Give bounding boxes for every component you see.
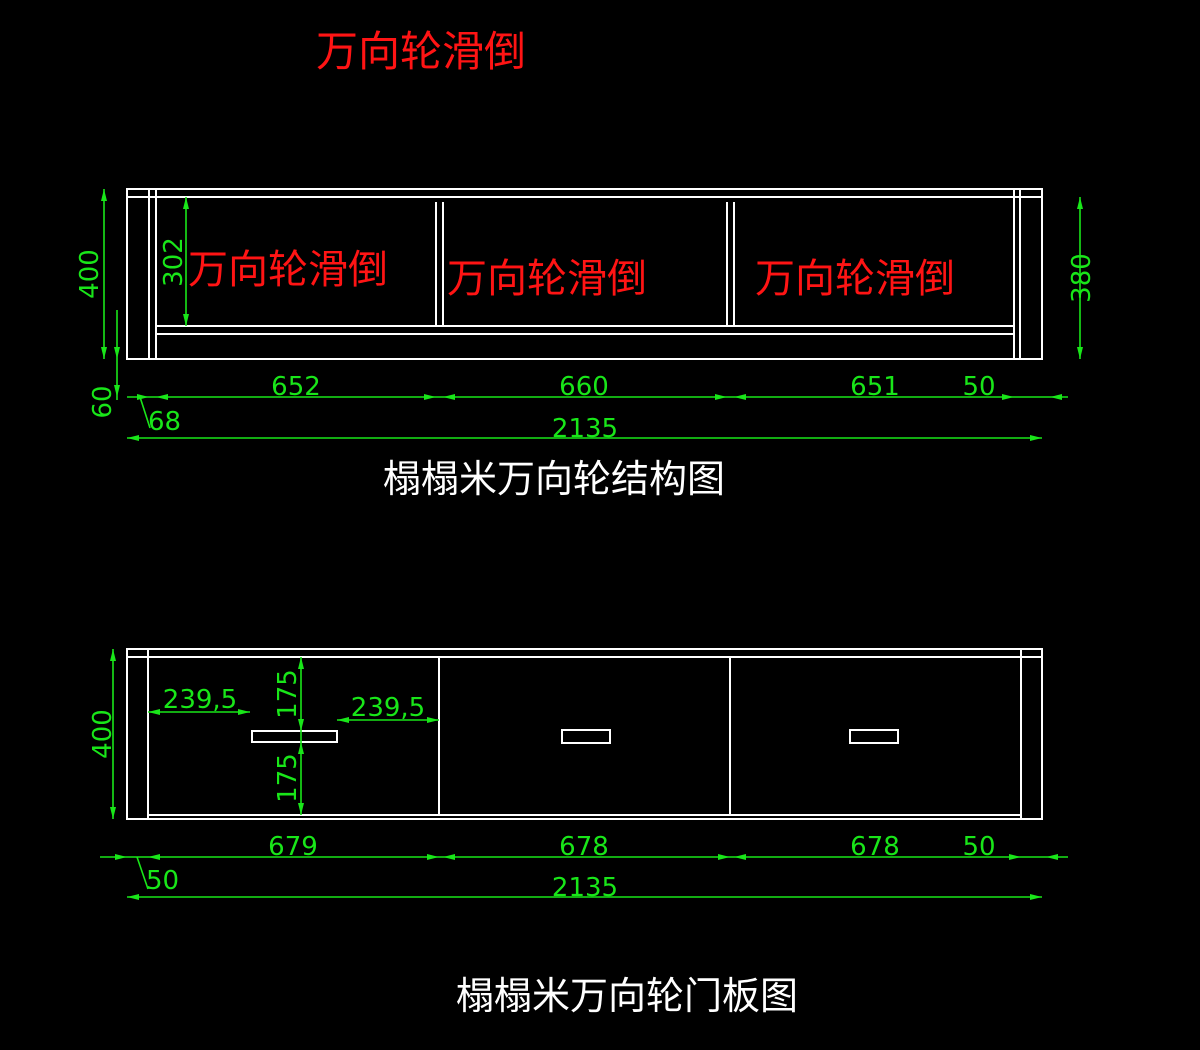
dim-door-overall: 2135 xyxy=(552,873,618,903)
door-handle-1 xyxy=(251,730,338,743)
dim-arrow xyxy=(101,347,107,359)
dim-arrow xyxy=(298,742,304,754)
compartment-label-2: 万向轮滑倒 xyxy=(447,256,647,302)
dim-arrow xyxy=(1002,394,1014,400)
dim-leader-68 xyxy=(139,396,151,429)
dim-arrow xyxy=(734,394,746,400)
dim-arrow xyxy=(114,347,120,359)
dim-arrow xyxy=(148,709,160,715)
dim-arrow xyxy=(424,394,436,400)
dim-arrow xyxy=(127,894,139,900)
dim-arrow xyxy=(1077,347,1083,359)
dim-door-start-width: 50 xyxy=(146,866,179,896)
dim-arrow xyxy=(1030,435,1042,441)
door-handle-2 xyxy=(561,729,611,744)
dim-arrow xyxy=(427,854,439,860)
dim-arrow xyxy=(298,803,304,815)
drawing-title: 万向轮滑倒 xyxy=(316,27,526,76)
structure-outer-frame xyxy=(126,188,1043,360)
compartment-label-1: 万向轮滑倒 xyxy=(188,247,388,293)
dim-door-width-1: 679 xyxy=(268,832,318,862)
dim-arrow xyxy=(298,719,304,731)
dim-arrow xyxy=(137,394,149,400)
dim-arrow xyxy=(298,657,304,669)
dim-arrow xyxy=(114,385,120,397)
dim-arrow xyxy=(1009,854,1021,860)
dim-arrow xyxy=(115,854,127,860)
dim-arrow xyxy=(110,649,116,661)
dim-door-height: 400 xyxy=(88,709,118,759)
dim-arrow xyxy=(734,854,746,860)
dim-door-end-width: 50 xyxy=(962,832,995,862)
door-caption: 榻榻米万向轮门板图 xyxy=(456,974,798,1018)
structure-view: 万向轮滑倒 万向轮滑倒 万向轮滑倒 400 302 380 60 652 xyxy=(75,188,1097,501)
dim-end-width: 50 xyxy=(962,372,995,402)
dim-arrow xyxy=(715,394,727,400)
structure-caption: 榻榻米万向轮结构图 xyxy=(383,457,725,501)
dim-arrow xyxy=(101,189,107,201)
dim-width-2: 660 xyxy=(559,372,609,402)
dim-arrow xyxy=(148,854,160,860)
dim-overall: 2135 xyxy=(552,414,618,444)
door-outer-frame xyxy=(126,648,1043,820)
dim-arrow xyxy=(1077,197,1083,209)
door-view: 400 239,5 239,5 175 175 679 678 678 50 xyxy=(88,648,1068,1018)
dim-arrow xyxy=(156,394,168,400)
dim-right-height: 380 xyxy=(1067,253,1097,303)
dim-width-3: 651 xyxy=(850,372,900,402)
door-handle-3 xyxy=(849,729,899,744)
dim-leader-50 xyxy=(136,856,149,890)
dim-arrow xyxy=(183,197,189,209)
dim-handle-bottom: 175 xyxy=(273,753,303,803)
dim-arrow xyxy=(718,854,730,860)
dim-handle-top: 175 xyxy=(273,669,303,719)
dim-arrow xyxy=(1046,854,1058,860)
dim-arrow xyxy=(238,709,250,715)
dim-door-width-3: 678 xyxy=(850,832,900,862)
dim-arrow xyxy=(183,314,189,326)
dim-arrow xyxy=(443,394,455,400)
dim-arrow xyxy=(443,854,455,860)
dim-handle-right: 239,5 xyxy=(351,693,425,723)
dim-arrow xyxy=(1050,394,1062,400)
dim-arrow xyxy=(1030,894,1042,900)
dim-start-width: 68 xyxy=(148,407,181,437)
dim-height-total: 400 xyxy=(75,249,105,299)
dim-handle-left: 239,5 xyxy=(163,685,237,715)
dim-door-width-2: 678 xyxy=(559,832,609,862)
dim-arrow xyxy=(337,717,349,723)
dim-inner-height: 302 xyxy=(159,237,189,287)
dim-base-height: 60 xyxy=(88,385,118,418)
dim-arrow xyxy=(427,717,439,723)
dim-arrow xyxy=(127,435,139,441)
dim-width-1: 652 xyxy=(271,372,321,402)
dim-arrow xyxy=(110,807,116,819)
compartment-label-3: 万向轮滑倒 xyxy=(755,256,955,302)
